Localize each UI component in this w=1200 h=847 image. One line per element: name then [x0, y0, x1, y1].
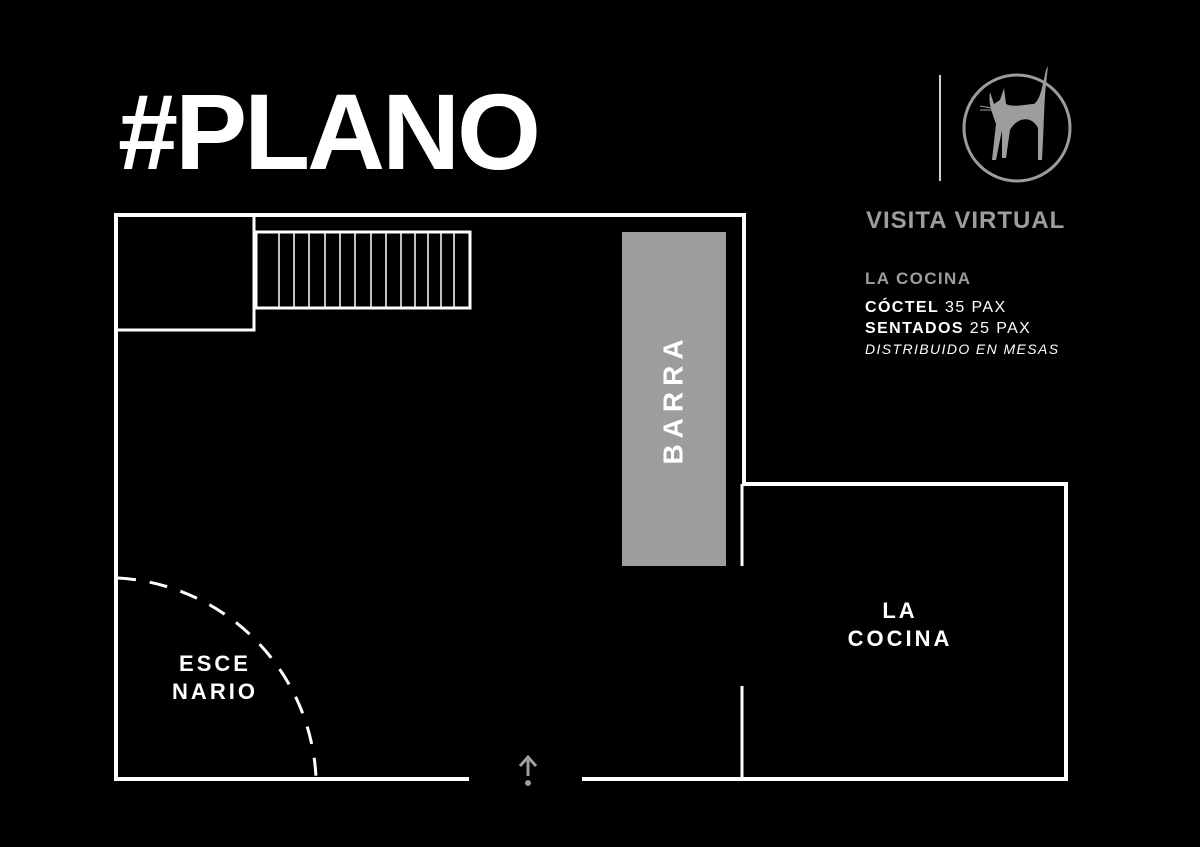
- brand-caption: VISITA VIRTUAL: [866, 207, 1066, 234]
- capacity-seated: SENTADOS 25 PAX: [865, 320, 1032, 337]
- room-info: LA COCINA CÓCTEL 35 PAX SENTADOS 25 PAX …: [865, 268, 1059, 360]
- capacity-cocktail: CÓCTEL 35 PAX: [865, 299, 1007, 316]
- bar-label: BARRA: [658, 333, 690, 465]
- entrance-arrow-icon: [518, 754, 538, 786]
- room-name: LA COCINA: [865, 269, 972, 288]
- header-divider: [939, 75, 941, 181]
- distribution-note: DISTRIBUIDO EN MESAS: [865, 341, 1060, 357]
- outer-walls: [114, 213, 1068, 781]
- page-title: #PLANO: [118, 71, 541, 192]
- stage-label: ESCE NARIO: [172, 651, 258, 704]
- cat-circle-logo-icon: [962, 66, 1072, 183]
- bar-counter: BARRA: [622, 232, 726, 566]
- staircase: [254, 230, 472, 310]
- kitchen-label: LA COCINA: [847, 598, 953, 651]
- inner-walls: [118, 217, 744, 779]
- stage-boundary: [117, 576, 318, 778]
